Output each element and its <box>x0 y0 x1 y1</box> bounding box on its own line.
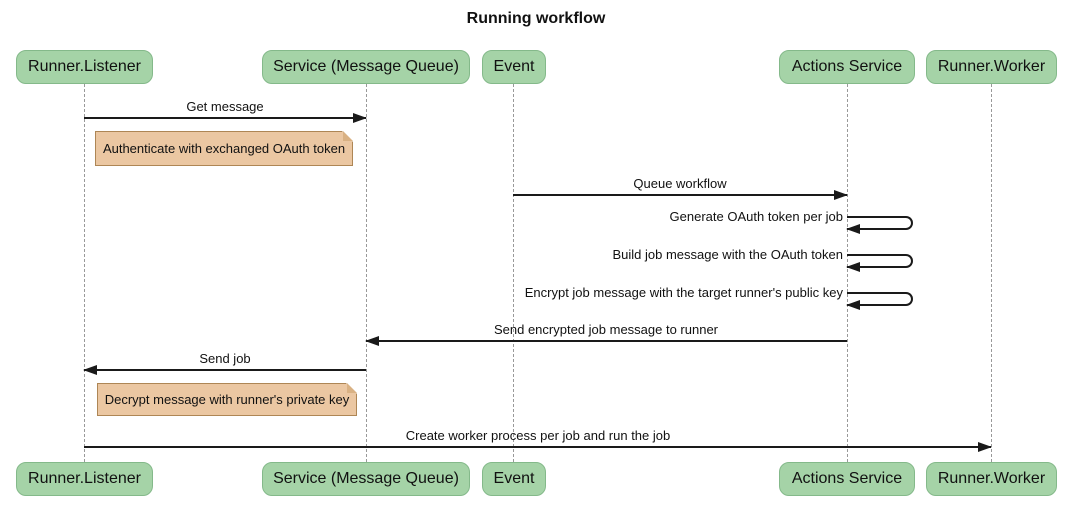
note-authenticate: Authenticate with exchanged OAuth token <box>95 131 353 166</box>
message-label-create-worker-process: Create worker process per job and run th… <box>405 428 671 443</box>
arrowhead-left-icon <box>846 300 860 310</box>
arrowhead-right-icon <box>978 442 992 452</box>
lifeline-event <box>513 84 514 462</box>
message-arrow-queue-workflow <box>513 190 848 200</box>
participant-top-actions-service: Actions Service <box>779 50 915 84</box>
arrowhead-left-icon <box>365 336 379 346</box>
participant-bottom-event: Event <box>482 462 546 496</box>
arrowhead-left-icon <box>846 224 860 234</box>
participant-bottom-runner-listener: Runner.Listener <box>16 462 153 496</box>
message-label-build-job-message: Build job message with the OAuth token <box>612 247 843 262</box>
message-arrow-create-worker-process <box>84 442 992 452</box>
message-self-loop-encrypt-job-message <box>846 292 913 310</box>
arrowhead-right-icon <box>353 113 367 123</box>
message-self-loop-build-job-message <box>846 254 913 272</box>
message-arrow-send-job <box>83 365 366 375</box>
diagram-title: Running workflow <box>466 10 606 27</box>
message-label-send-job: Send job <box>199 351 251 366</box>
lifeline-runner-listener <box>84 84 85 462</box>
message-label-get-message: Get message <box>186 99 264 114</box>
participant-top-runner-listener: Runner.Listener <box>16 50 153 84</box>
message-self-loop-generate-oauth-token <box>846 216 913 234</box>
participant-bottom-actions-service: Actions Service <box>779 462 915 496</box>
participant-bottom-runner-worker: Runner.Worker <box>926 462 1057 496</box>
note-decrypt: Decrypt message with runner's private ke… <box>97 383 357 416</box>
participant-top-service-message-queue: Service (Message Queue) <box>262 50 470 84</box>
arrowhead-left-icon <box>83 365 97 375</box>
message-label-queue-workflow: Queue workflow <box>633 176 727 191</box>
arrowhead-right-icon <box>834 190 848 200</box>
lifeline-actions-service <box>847 84 848 462</box>
message-label-send-encrypted-job: Send encrypted job message to runner <box>493 322 719 337</box>
participant-top-event: Event <box>482 50 546 84</box>
lifeline-runner-worker <box>991 84 992 462</box>
message-label-generate-oauth-token: Generate OAuth token per job <box>669 209 843 224</box>
participant-top-runner-worker: Runner.Worker <box>926 50 1057 84</box>
message-label-encrypt-job-message: Encrypt job message with the target runn… <box>524 285 843 300</box>
arrowhead-left-icon <box>846 262 860 272</box>
message-arrow-send-encrypted-job <box>365 336 847 346</box>
participant-bottom-service-message-queue: Service (Message Queue) <box>262 462 470 496</box>
lifeline-service-message-queue <box>366 84 367 462</box>
message-arrow-get-message <box>84 113 367 123</box>
